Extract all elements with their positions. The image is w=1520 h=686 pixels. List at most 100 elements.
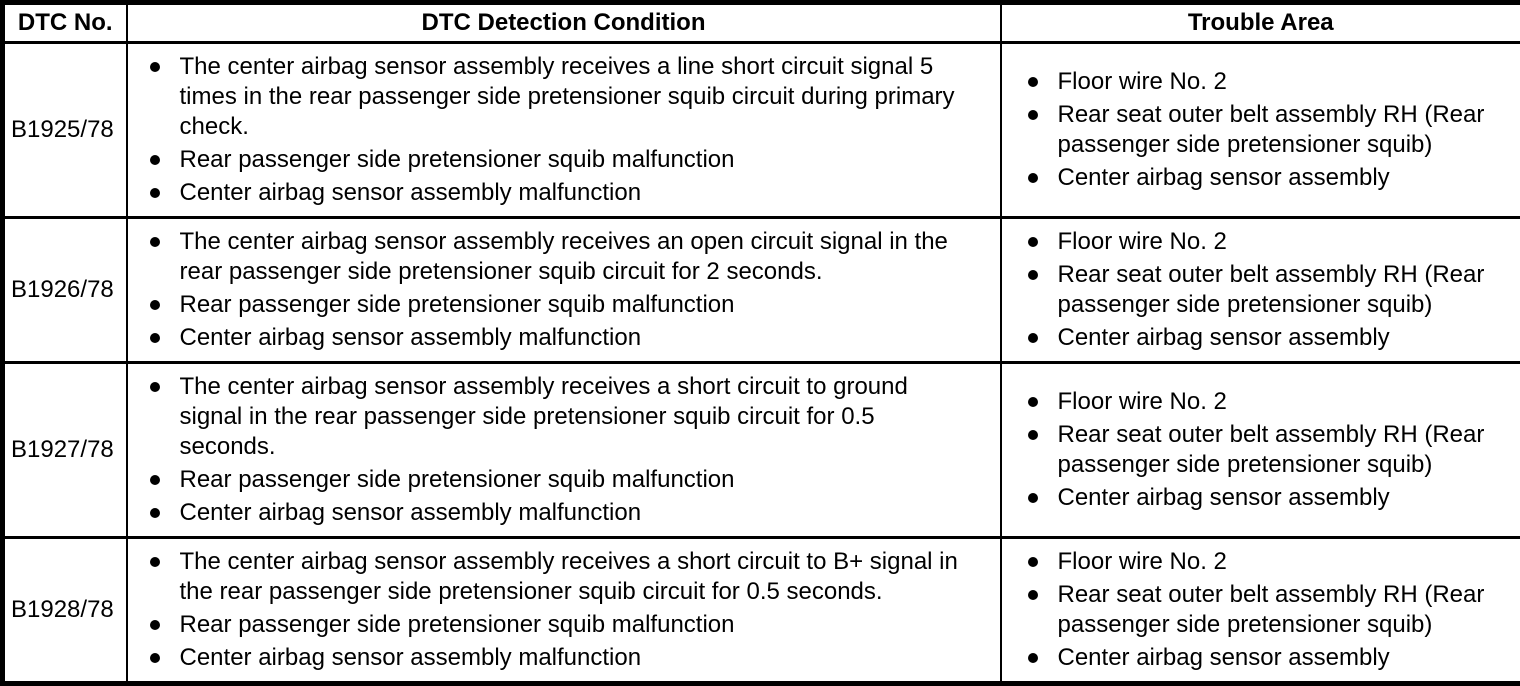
- column-header-detection-condition: DTC Detection Condition: [127, 3, 1001, 43]
- dtc-no-cell: B1925/78: [3, 43, 127, 218]
- bullet-icon: [150, 300, 160, 310]
- table-row: B1928/78 The center airbag sensor assemb…: [3, 538, 1520, 684]
- condition-text: Center airbag sensor assembly malfunctio…: [180, 498, 642, 528]
- bullet-icon: [150, 475, 160, 485]
- detection-condition-cell: The center airbag sensor assembly receiv…: [127, 363, 1001, 538]
- bullet-icon: [1028, 493, 1038, 503]
- bullet-icon: [150, 333, 160, 343]
- list-item: The center airbag sensor assembly receiv…: [150, 227, 996, 287]
- condition-text: Rear passenger side pretensioner squib m…: [180, 610, 735, 640]
- trouble-area-cell: Floor wire No. 2 Rear seat outer belt as…: [1001, 218, 1520, 363]
- trouble-area-text: Center airbag sensor assembly: [1058, 483, 1390, 513]
- bullet-icon: [150, 620, 160, 630]
- list-item: The center airbag sensor assembly receiv…: [150, 547, 996, 607]
- condition-text: The center airbag sensor assembly receiv…: [180, 227, 965, 287]
- condition-text: Center airbag sensor assembly malfunctio…: [180, 178, 642, 208]
- detection-condition-cell: The center airbag sensor assembly receiv…: [127, 43, 1001, 218]
- list-item: Rear passenger side pretensioner squib m…: [150, 465, 996, 495]
- table-row: B1927/78 The center airbag sensor assemb…: [3, 363, 1520, 538]
- condition-text: Center airbag sensor assembly malfunctio…: [180, 323, 642, 353]
- bullet-icon: [1028, 270, 1038, 280]
- condition-text: Rear passenger side pretensioner squib m…: [180, 290, 735, 320]
- trouble-area-list: Floor wire No. 2 Rear seat outer belt as…: [1002, 59, 1520, 201]
- trouble-area-list: Floor wire No. 2 Rear seat outer belt as…: [1002, 219, 1520, 361]
- bullet-icon: [1028, 110, 1038, 120]
- trouble-area-text: Rear seat outer belt assembly RH (Rear p…: [1058, 420, 1517, 480]
- list-item: Rear passenger side pretensioner squib m…: [150, 145, 996, 175]
- list-item: Center airbag sensor assembly malfunctio…: [150, 323, 996, 353]
- list-item: Center airbag sensor assembly malfunctio…: [150, 643, 996, 673]
- trouble-area-text: Floor wire No. 2: [1058, 67, 1227, 97]
- condition-text: The center airbag sensor assembly receiv…: [180, 52, 965, 142]
- list-item: Center airbag sensor assembly: [1028, 643, 1517, 673]
- condition-text: Rear passenger side pretensioner squib m…: [180, 465, 735, 495]
- trouble-area-text: Center airbag sensor assembly: [1058, 643, 1390, 673]
- condition-text: The center airbag sensor assembly receiv…: [180, 547, 965, 607]
- bullet-icon: [150, 508, 160, 518]
- bullet-icon: [1028, 653, 1038, 663]
- trouble-area-cell: Floor wire No. 2 Rear seat outer belt as…: [1001, 363, 1520, 538]
- trouble-area-text: Center airbag sensor assembly: [1058, 323, 1390, 353]
- trouble-area-cell: Floor wire No. 2 Rear seat outer belt as…: [1001, 43, 1520, 218]
- bullet-icon: [1028, 333, 1038, 343]
- bullet-icon: [150, 382, 160, 392]
- document-page: DTC No. DTC Detection Condition Trouble …: [0, 0, 1520, 668]
- condition-list: The center airbag sensor assembly receiv…: [128, 539, 1000, 681]
- detection-condition-cell: The center airbag sensor assembly receiv…: [127, 538, 1001, 684]
- list-item: Center airbag sensor assembly: [1028, 323, 1517, 353]
- list-item: The center airbag sensor assembly receiv…: [150, 52, 996, 142]
- bullet-icon: [150, 237, 160, 247]
- list-item: Floor wire No. 2: [1028, 387, 1517, 417]
- bullet-icon: [150, 188, 160, 198]
- list-item: Rear seat outer belt assembly RH (Rear p…: [1028, 580, 1517, 640]
- list-item: The center airbag sensor assembly receiv…: [150, 372, 996, 462]
- list-item: Rear seat outer belt assembly RH (Rear p…: [1028, 420, 1517, 480]
- bullet-icon: [1028, 590, 1038, 600]
- condition-list: The center airbag sensor assembly receiv…: [128, 219, 1000, 361]
- trouble-area-text: Center airbag sensor assembly: [1058, 163, 1390, 193]
- list-item: Floor wire No. 2: [1028, 547, 1517, 577]
- table-row: B1925/78 The center airbag sensor assemb…: [3, 43, 1520, 218]
- column-header-dtc-no: DTC No.: [3, 3, 127, 43]
- bullet-icon: [150, 653, 160, 663]
- column-header-trouble-area: Trouble Area: [1001, 3, 1520, 43]
- list-item: Center airbag sensor assembly: [1028, 163, 1517, 193]
- list-item: Rear passenger side pretensioner squib m…: [150, 290, 996, 320]
- dtc-no-cell: B1927/78: [3, 363, 127, 538]
- list-item: Floor wire No. 2: [1028, 67, 1517, 97]
- trouble-area-list: Floor wire No. 2 Rear seat outer belt as…: [1002, 379, 1520, 521]
- condition-text: The center airbag sensor assembly receiv…: [180, 372, 965, 462]
- trouble-area-text: Rear seat outer belt assembly RH (Rear p…: [1058, 260, 1517, 320]
- dtc-no-cell: B1926/78: [3, 218, 127, 363]
- list-item: Rear seat outer belt assembly RH (Rear p…: [1028, 100, 1517, 160]
- trouble-area-text: Floor wire No. 2: [1058, 547, 1227, 577]
- bullet-icon: [1028, 430, 1038, 440]
- list-item: Rear passenger side pretensioner squib m…: [150, 610, 996, 640]
- bullet-icon: [150, 557, 160, 567]
- bullet-icon: [1028, 237, 1038, 247]
- condition-list: The center airbag sensor assembly receiv…: [128, 364, 1000, 536]
- detection-condition-cell: The center airbag sensor assembly receiv…: [127, 218, 1001, 363]
- bullet-icon: [150, 155, 160, 165]
- list-item: Floor wire No. 2: [1028, 227, 1517, 257]
- trouble-area-text: Rear seat outer belt assembly RH (Rear p…: [1058, 580, 1517, 640]
- condition-text: Center airbag sensor assembly malfunctio…: [180, 643, 642, 673]
- list-item: Rear seat outer belt assembly RH (Rear p…: [1028, 260, 1517, 320]
- trouble-area-text: Floor wire No. 2: [1058, 227, 1227, 257]
- condition-list: The center airbag sensor assembly receiv…: [128, 44, 1000, 216]
- table-row: B1926/78 The center airbag sensor assemb…: [3, 218, 1520, 363]
- bullet-icon: [1028, 557, 1038, 567]
- list-item: Center airbag sensor assembly malfunctio…: [150, 498, 996, 528]
- bullet-icon: [150, 62, 160, 72]
- bullet-icon: [1028, 173, 1038, 183]
- trouble-area-cell: Floor wire No. 2 Rear seat outer belt as…: [1001, 538, 1520, 684]
- condition-text: Rear passenger side pretensioner squib m…: [180, 145, 735, 175]
- bullet-icon: [1028, 397, 1038, 407]
- list-item: Center airbag sensor assembly malfunctio…: [150, 178, 996, 208]
- dtc-no-cell: B1928/78: [3, 538, 127, 684]
- trouble-area-list: Floor wire No. 2 Rear seat outer belt as…: [1002, 539, 1520, 681]
- list-item: Center airbag sensor assembly: [1028, 483, 1517, 513]
- trouble-area-text: Rear seat outer belt assembly RH (Rear p…: [1058, 100, 1517, 160]
- bullet-icon: [1028, 77, 1038, 87]
